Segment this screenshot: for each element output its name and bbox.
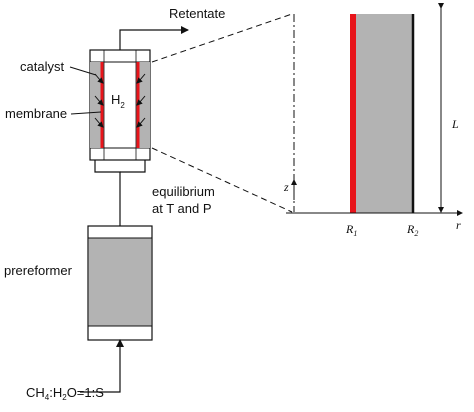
permeation-arrow xyxy=(136,95,146,106)
feed-inlet-arrow xyxy=(80,339,124,393)
membrane-layer xyxy=(350,14,356,213)
length-label: L xyxy=(451,117,459,131)
equilibrium-label-line2: at T and P xyxy=(152,201,212,216)
feed-ratio-label: CH4:H2O=1:S xyxy=(26,385,104,402)
detail-view: z r L R1 R2 xyxy=(283,3,463,238)
prereformer-catalyst-bed xyxy=(87,237,153,327)
permeation-arrow xyxy=(136,117,146,128)
prereformer-vessel xyxy=(87,225,153,341)
catalyst-label: catalyst xyxy=(20,59,64,74)
retentate-label: Retentate xyxy=(169,6,225,21)
zoom-line-top xyxy=(151,13,293,63)
r2-label: R2 xyxy=(406,222,418,238)
r-axis-label: r xyxy=(456,218,461,232)
membrane-leader-line xyxy=(70,111,102,115)
permeation-arrow xyxy=(94,95,104,106)
h2-label: H2 xyxy=(111,92,125,110)
catalyst-leader-line xyxy=(69,66,97,76)
retentate-arrow xyxy=(119,26,189,50)
membrane-reactor: H2 xyxy=(89,49,151,161)
equilibrium-label-line1: equilibrium xyxy=(152,184,215,199)
feed-line-right xyxy=(120,160,146,173)
catalyst-layer xyxy=(353,14,413,213)
zoom-line-bottom xyxy=(151,147,293,213)
feed-line-left xyxy=(94,160,121,202)
permeation-arrow xyxy=(94,117,104,128)
prereformer-label: prereformer xyxy=(4,263,73,278)
permeation-arrow xyxy=(136,73,146,84)
z-axis-label: z xyxy=(283,180,289,194)
r1-label: R1 xyxy=(345,222,357,238)
membrane-label: membrane xyxy=(5,106,67,121)
